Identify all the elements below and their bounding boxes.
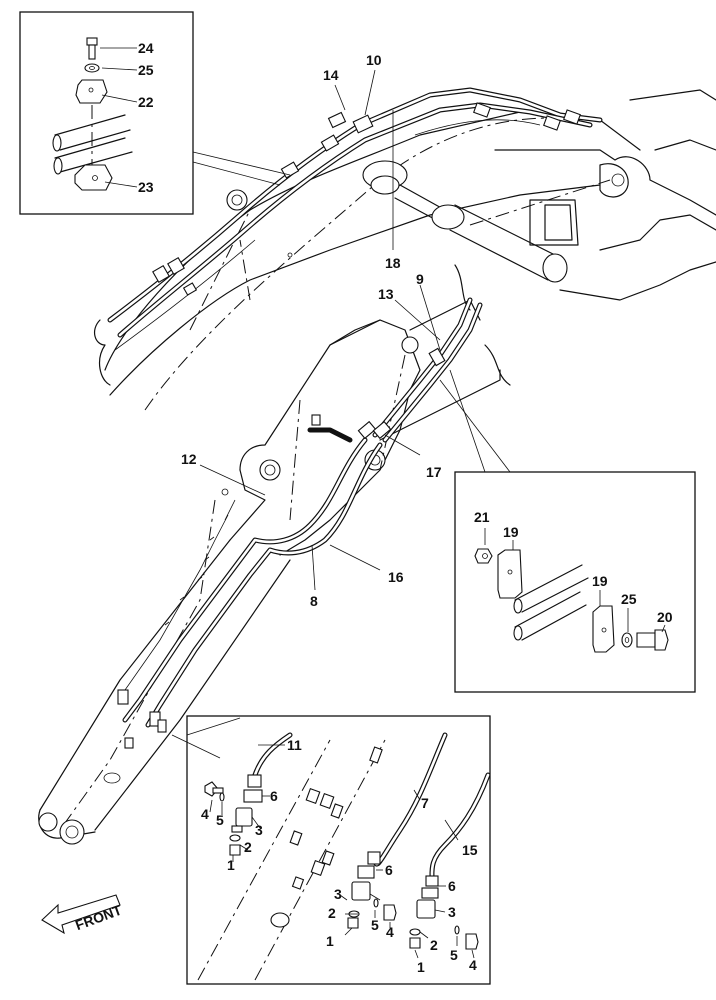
callout-14: 14: [323, 67, 339, 83]
callout-11: 11: [287, 737, 302, 753]
front-direction-arrow: FRONT: [41, 894, 124, 935]
callout-18: 18: [385, 255, 401, 271]
callout-3: 3: [448, 904, 456, 920]
boom-assembly: [93, 87, 716, 411]
callout-3: 3: [255, 822, 263, 838]
callout-23: 23: [138, 179, 154, 195]
callout-1: 1: [227, 857, 235, 873]
callout-25: 25: [621, 591, 637, 607]
callout-21: 21: [474, 509, 490, 525]
fitting-detail-inset-bottom: [171, 715, 491, 985]
callout-15: 15: [462, 842, 478, 858]
callout-2: 2: [328, 905, 336, 921]
clamp-detail-inset-right: [439, 369, 696, 693]
callout-4: 4: [469, 957, 477, 973]
callout-6: 6: [385, 862, 393, 878]
callout-19: 19: [503, 524, 519, 540]
callout-5: 5: [371, 917, 379, 933]
callout-9: 9: [416, 271, 424, 287]
leader-lines: [100, 47, 666, 633]
callout-4: 4: [386, 924, 394, 940]
callout-16: 16: [388, 569, 404, 585]
callout-6: 6: [448, 878, 456, 894]
callout-2: 2: [244, 839, 252, 855]
callout-19: 19: [592, 573, 608, 589]
callout-17: 17: [426, 464, 442, 480]
callout-5: 5: [450, 947, 458, 963]
callout-10: 10: [366, 52, 382, 68]
callout-2: 2: [430, 937, 438, 953]
callout-3: 3: [334, 886, 342, 902]
callout-22: 22: [138, 94, 154, 110]
arm-assembly: [38, 264, 511, 845]
callout-labels: 24 25 22 23 14 10 18 9 13 12 17 16 8 21 …: [138, 40, 673, 975]
callout-25: 25: [138, 62, 154, 78]
callout-6: 6: [270, 788, 278, 804]
clamp-detail-inset-top: [19, 11, 291, 215]
callout-1: 1: [417, 959, 425, 975]
callout-8: 8: [310, 593, 318, 609]
callout-4: 4: [201, 806, 209, 822]
callout-13: 13: [378, 286, 394, 302]
callout-24: 24: [138, 40, 154, 56]
callout-1: 1: [326, 933, 334, 949]
callout-12: 12: [181, 451, 197, 467]
callout-5: 5: [216, 812, 224, 828]
callout-20: 20: [657, 609, 673, 625]
callout-7: 7: [421, 795, 429, 811]
